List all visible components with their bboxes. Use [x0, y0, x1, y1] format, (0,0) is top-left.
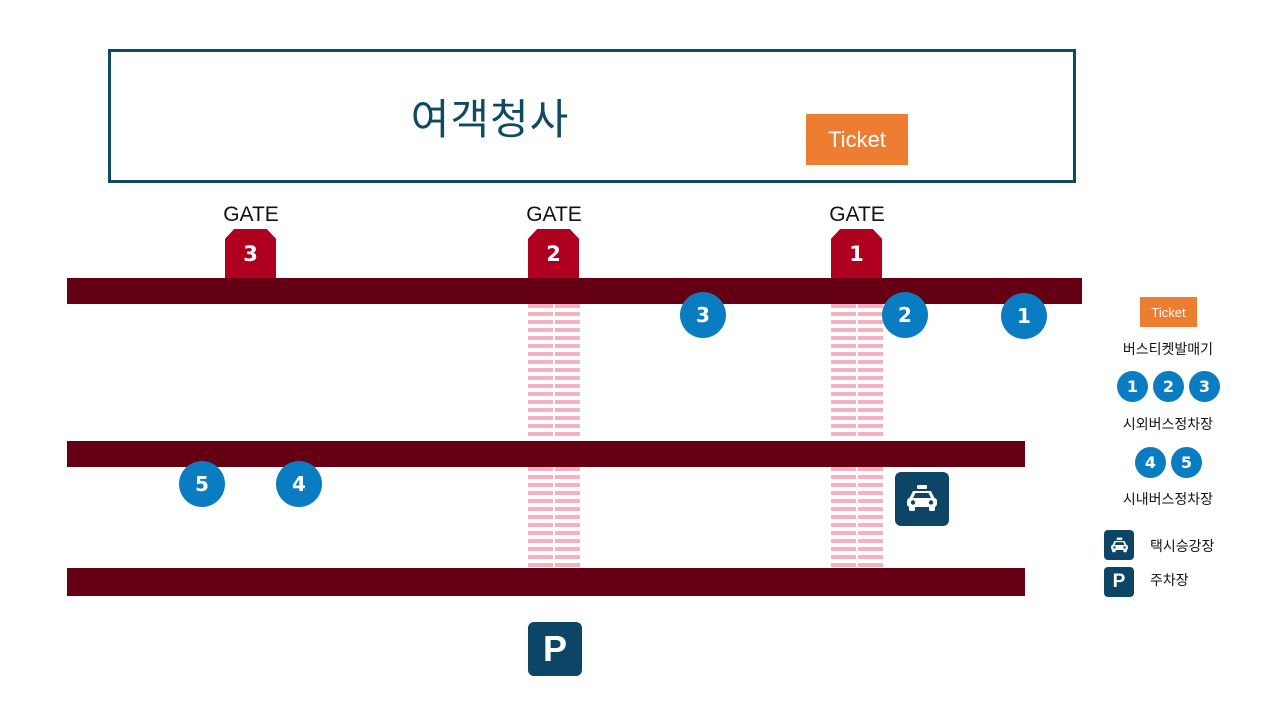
legend-city-text: 시내버스정차장	[1122, 492, 1214, 508]
road-middle	[67, 441, 1025, 467]
gate-1-badge[interactable]: 1	[831, 229, 882, 278]
crosswalk-gate-1-lower	[831, 467, 883, 568]
gate-3-badge[interactable]: 3	[225, 229, 276, 278]
road-upper	[67, 278, 1082, 304]
legend-parking-swatch: P	[1104, 567, 1134, 597]
ticket-machine[interactable]: Ticket	[806, 114, 908, 165]
legend-city-4: 4	[1135, 447, 1166, 478]
intercity-stop-2[interactable]: 2	[882, 292, 928, 338]
road-lower	[67, 568, 1025, 596]
legend-parking-letter: P	[1112, 571, 1126, 592]
legend-ticket-swatch: Ticket	[1140, 297, 1197, 327]
crosswalk-gate-2-lower	[528, 467, 580, 568]
legend-ticket-text: 버스티켓발매기	[1122, 342, 1214, 358]
legend-taxi-text: 택시승강장	[1150, 539, 1215, 555]
parking-letter: P	[542, 628, 567, 669]
taxi-stand[interactable]	[895, 472, 949, 526]
crosswalk-gate-1-upper	[831, 304, 883, 440]
legend-parking-text: 주차장	[1150, 573, 1189, 589]
legend-intercity-3: 3	[1189, 371, 1220, 402]
legend-intercity-2: 2	[1153, 371, 1184, 402]
terminal-building	[108, 49, 1076, 183]
city-stop-4[interactable]: 4	[276, 461, 322, 507]
taxi-icon	[1110, 537, 1128, 552]
gate-2-label: GATE	[526, 203, 582, 226]
intercity-stop-3[interactable]: 3	[680, 292, 726, 338]
intercity-stop-1[interactable]: 1	[1001, 293, 1047, 339]
gate-2-badge[interactable]: 2	[528, 229, 579, 278]
crosswalk-gate-2-upper	[528, 304, 580, 440]
gate-3-label: GATE	[223, 203, 279, 226]
parking-icon[interactable]: P	[528, 622, 582, 676]
legend-intercity-1: 1	[1117, 371, 1148, 402]
legend-taxi-swatch	[1104, 530, 1134, 560]
gate-1-label: GATE	[829, 203, 885, 226]
terminal-title: 여객청사	[410, 95, 570, 144]
taxi-icon	[907, 485, 937, 511]
legend-city-5: 5	[1171, 447, 1202, 478]
legend-intercity-text: 시외버스정차장	[1122, 417, 1214, 433]
city-stop-5[interactable]: 5	[179, 461, 225, 507]
